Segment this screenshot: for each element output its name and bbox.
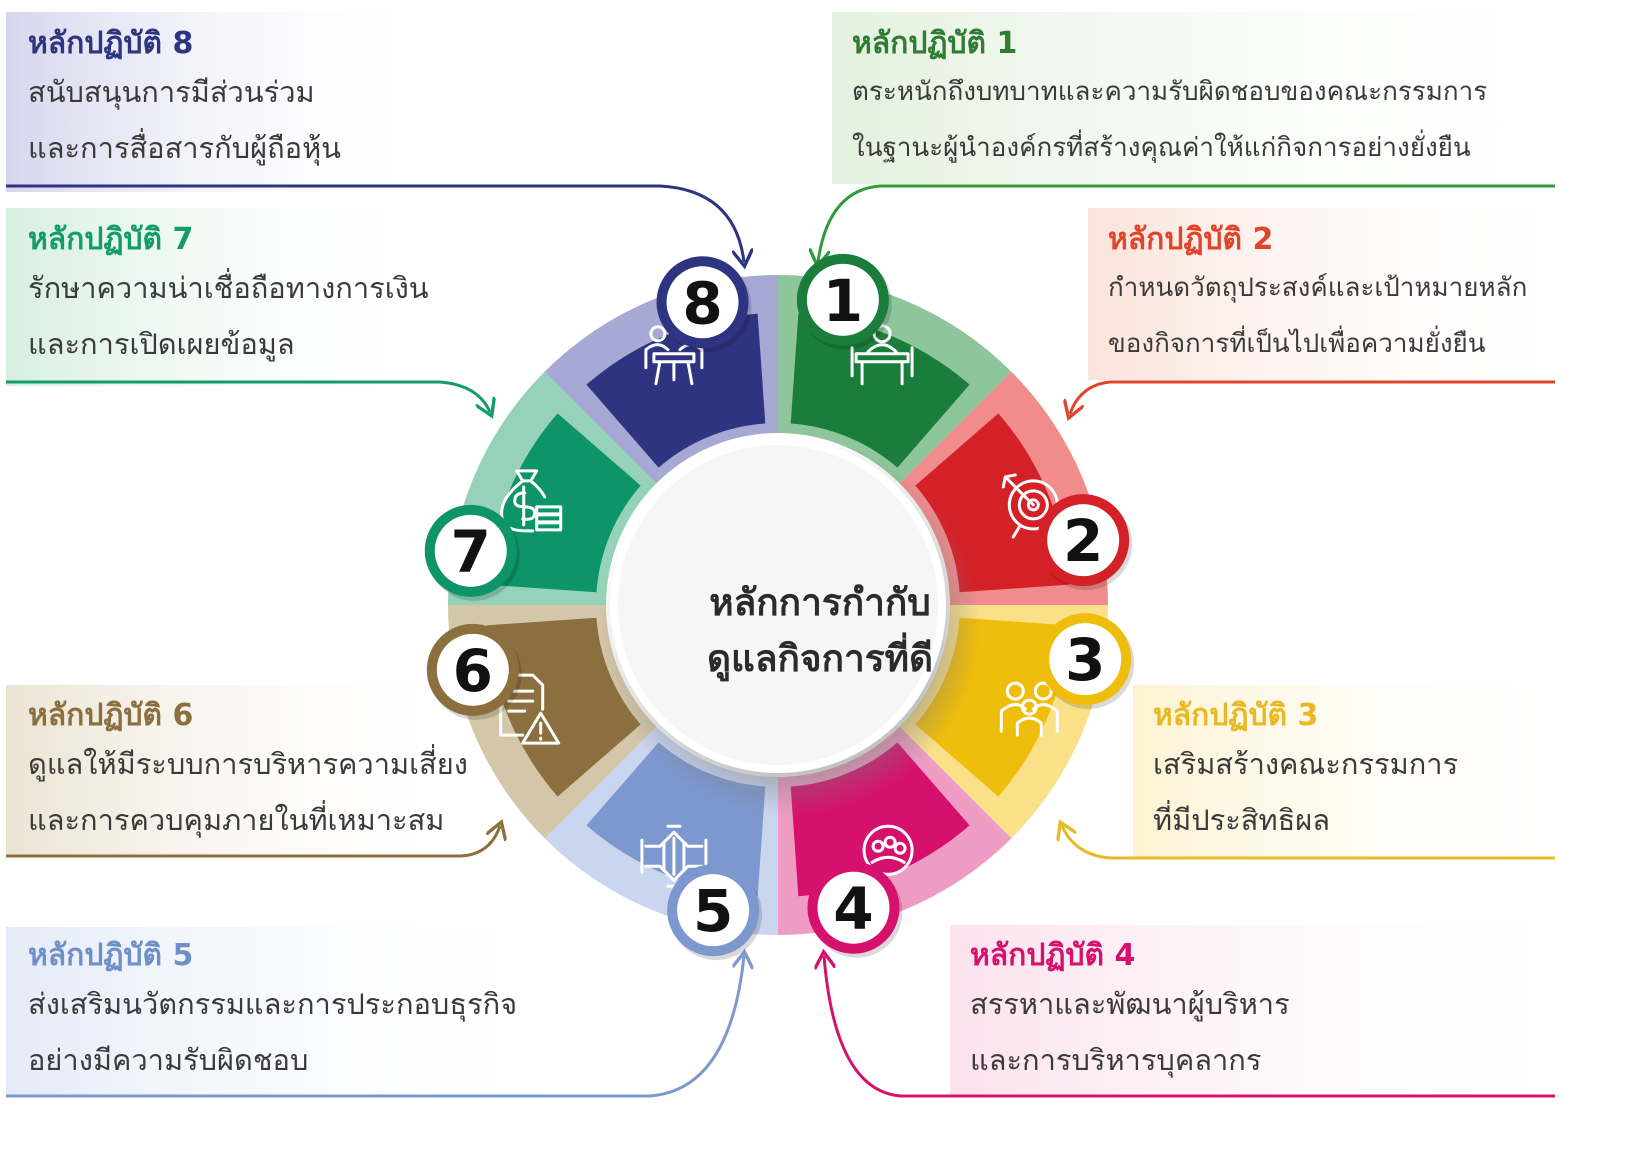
panel-principle-8: หลักปฏิบัติ 8 สนับสนุนการมีส่วนร่วม และก… [6, 14, 426, 176]
panel-bg-2 [1088, 208, 1555, 380]
ring-arrow-8 [586, 313, 766, 468]
connector-1 [818, 184, 1555, 262]
money-bag-icon [500, 469, 563, 533]
number-badge-5: 5 [667, 864, 763, 961]
people-group-icon [999, 681, 1059, 737]
connector-7 [6, 380, 490, 412]
badge-face-7 [434, 514, 507, 587]
panel-bg-8 [6, 12, 426, 192]
number-badge-7: 7 [424, 504, 520, 601]
panel-backgrounds [6, 12, 1555, 1097]
principle-6-title: หลักปฏิบัติ 6 [28, 698, 194, 733]
panel-principle-4: หลักปฏิบัติ 4 สรรหาและพัฒนาผู้บริหาร และ… [950, 926, 1555, 1088]
connector-3 [1062, 826, 1555, 860]
badge-face-2 [1047, 504, 1120, 577]
badge-number-4: 4 [833, 875, 873, 943]
number-badge-3: 3 [1039, 613, 1135, 710]
badge-face-4 [817, 871, 890, 944]
number-badge-1: 1 [796, 253, 892, 350]
panel-bg-1 [832, 12, 1555, 184]
connector-6 [6, 826, 500, 858]
principle-3-line-1: เสริมสร้างคณะกรรมการ [1153, 747, 1459, 781]
panel-principle-1: หลักปฏิบัติ 1 ตระหนักถึงบทบาทและความรับผ… [832, 14, 1555, 176]
ring-arrow-1 [790, 313, 970, 468]
principle-4-line-1: สรรหาและพัฒนาผู้บริหาร [970, 987, 1290, 1021]
connector-8 [6, 184, 744, 262]
principle-2-line-2: ของกิจการที่เป็นไปเพื่อความยั่งยืน [1108, 329, 1486, 359]
badge-face-8 [666, 266, 739, 339]
principle-4-title: หลักปฏิบัติ 4 [970, 938, 1136, 973]
badge-number-6: 6 [453, 637, 493, 705]
panel-bg-3 [1133, 685, 1555, 857]
connectors [6, 184, 1555, 1098]
badge-number-5: 5 [693, 877, 733, 945]
badge-face-1 [806, 263, 879, 336]
panel-bg-5 [6, 927, 566, 1097]
ring-arrow-7 [486, 413, 641, 593]
principle-1-line-1: ตระหนักถึงบทบาทและความรับผิดชอบของคณะกรร… [852, 77, 1488, 107]
panel-principle-6: หลักปฏิบัติ 6 ดูแลให้มีระบบการบริหารความ… [6, 686, 468, 848]
principle-7-line-2: และการเปิดเผยข้อมูล [28, 327, 295, 361]
principle-5-line-2: อย่างมีความรับผิดชอบ [28, 1043, 309, 1077]
badge-face-5 [677, 874, 750, 947]
number-badge-8: 8 [656, 256, 752, 353]
badge-face-6 [436, 633, 509, 706]
principle-3-title: หลักปฏิบัติ 3 [1153, 698, 1319, 733]
connector-4 [824, 956, 1555, 1098]
badge-face-3 [1049, 623, 1122, 696]
panel-bg-6 [6, 685, 466, 857]
connector-2 [1070, 380, 1555, 414]
center-disc-inner [618, 445, 938, 765]
center-line-2: ดูแลกิจการที่ดี [706, 637, 934, 680]
badge-number-2: 2 [1063, 507, 1103, 575]
principle-6-line-2: และการควบคุมภายในที่เหมาะสม [28, 803, 445, 837]
panel-bg-7 [6, 208, 446, 386]
number-badge-4: 4 [807, 861, 903, 958]
principle-1-line-2: ในฐานะผู้นำองค์กรที่สร้างคุณค่าให้แก่กิจ… [852, 133, 1471, 163]
center-label: หลักการกำกับ ดูแลกิจการที่ดี [670, 575, 970, 687]
principle-8-line-2: และการสื่อสารกับผู้ถือหุ้น [28, 131, 342, 165]
panel-principle-2: หลักปฏิบัติ 2 กำหนดวัตถุประสงค์และเป้าหม… [1088, 210, 1555, 372]
badge-number-1: 1 [823, 267, 863, 335]
principles-ring: 1 2 3 4 5 6 7 8 [424, 253, 1135, 961]
badge-number-7: 7 [451, 518, 491, 586]
principle-2-title: หลักปฏิบัติ 2 [1108, 222, 1274, 257]
number-badge-2: 2 [1037, 494, 1133, 591]
connector-5 [6, 956, 744, 1098]
principle-7-title: หลักปฏิบัติ 7 [28, 222, 194, 257]
badge-number-3: 3 [1065, 626, 1105, 694]
badge-number-8: 8 [682, 269, 722, 337]
center-line-1: หลักการกำกับ [709, 581, 931, 624]
principle-4-line-2: และการบริหารบุคลากร [970, 1043, 1262, 1077]
teamwork-hands-icon [640, 824, 708, 888]
principle-5-title: หลักปฏิบัติ 5 [28, 938, 194, 973]
principle-8-title: หลักปฏิบัติ 8 [28, 26, 194, 61]
panel-bg-4 [950, 925, 1555, 1097]
principle-1-title: หลักปฏิบัติ 1 [852, 26, 1018, 61]
panel-principle-3: หลักปฏิบัติ 3 เสริมสร้างคณะกรรมการ ที่มี… [1133, 686, 1555, 848]
ring-arrow-6 [486, 617, 641, 797]
principle-2-line-1: กำหนดวัตถุประสงค์และเป้าหมายหลัก [1108, 273, 1528, 303]
principle-7-line-1: รักษาความน่าเชื่อถือทางการเงิน [28, 271, 429, 305]
meeting-table-icon [850, 324, 914, 386]
principle-8-line-1: สนับสนุนการมีส่วนร่วม [28, 75, 315, 109]
principle-6-line-1: ดูแลให้มีระบบการบริหารความเสี่ยง [28, 747, 468, 781]
principle-3-line-2: ที่มีประสิทธิผล [1153, 803, 1331, 837]
panel-principle-7: หลักปฏิบัติ 7 รักษาความน่าเชื่อถือทางการ… [6, 210, 446, 372]
panel-principle-5: หลักปฏิบัติ 5 ส่งเสริมนวัตกรรมและการประก… [6, 926, 566, 1088]
number-badge-6: 6 [426, 623, 522, 720]
principle-5-line-1: ส่งเสริมนวัตกรรมและการประกอบธุรกิจ [28, 987, 518, 1021]
